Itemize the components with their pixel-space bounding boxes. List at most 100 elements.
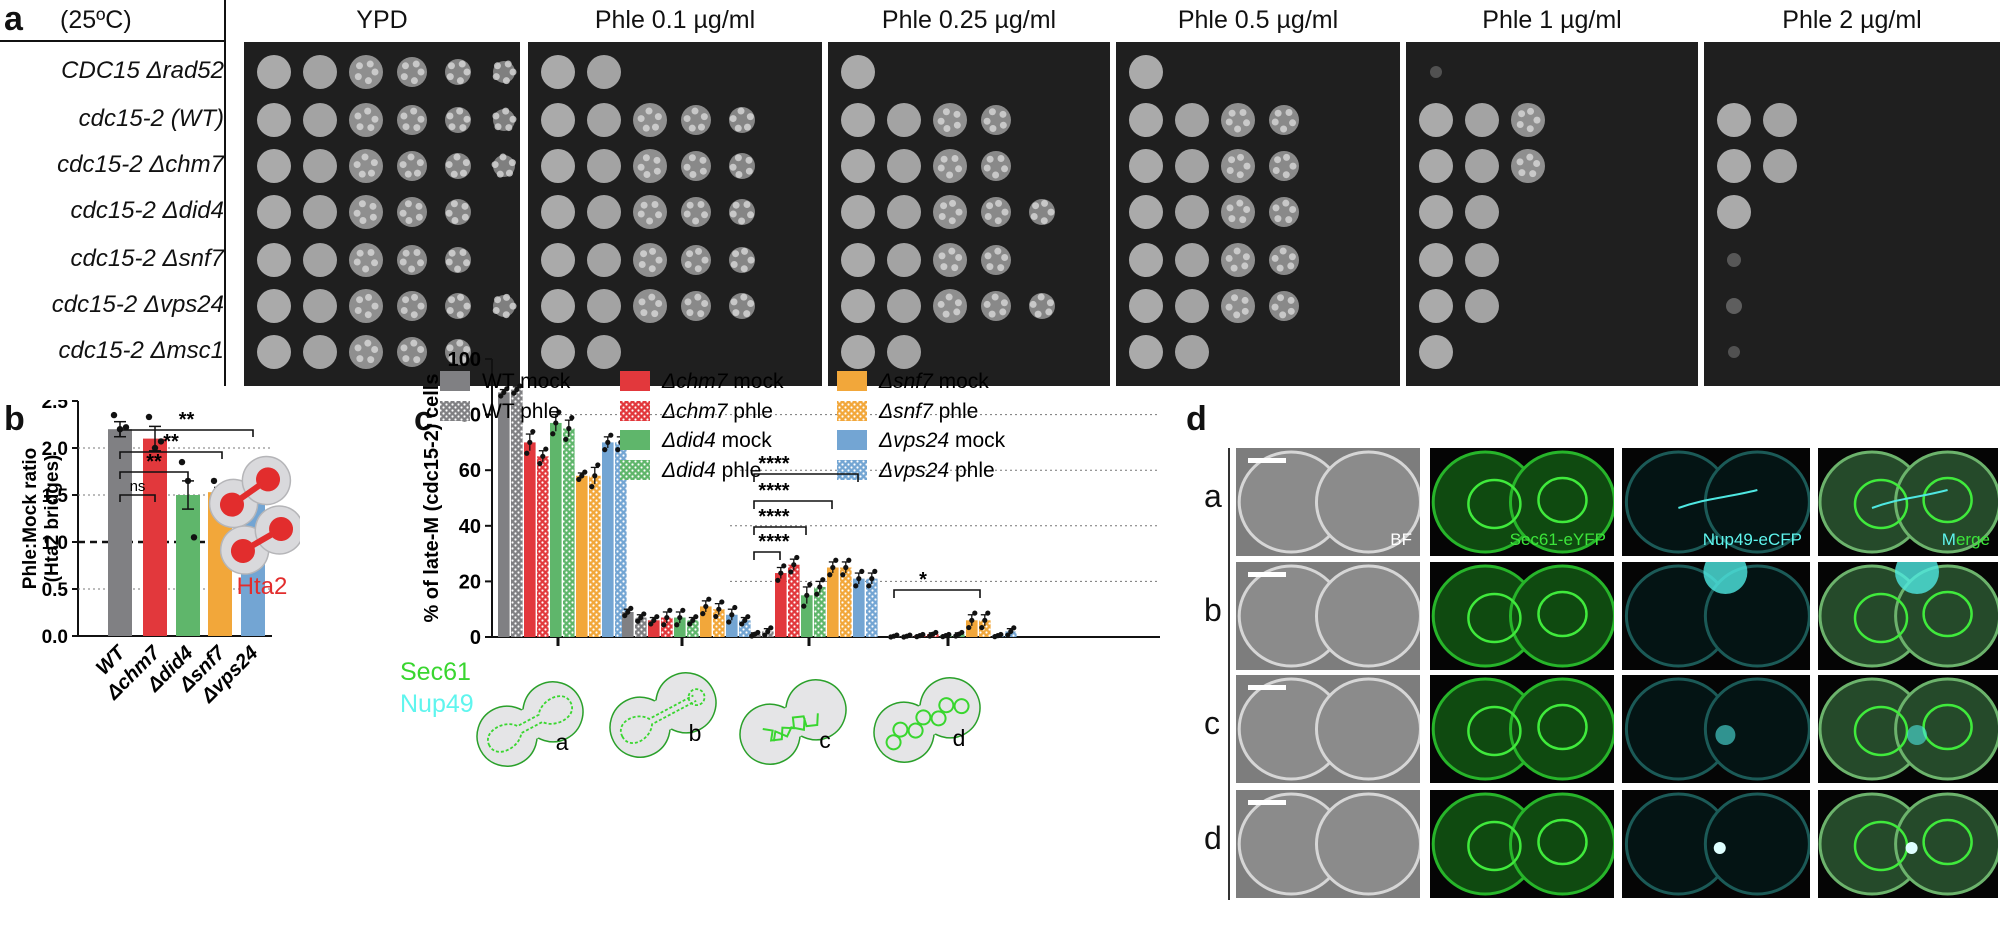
data-point xyxy=(651,617,657,623)
colony-dot xyxy=(402,296,410,304)
data-point xyxy=(856,576,862,582)
bar xyxy=(853,578,865,637)
data-point xyxy=(517,383,523,389)
cell-outline xyxy=(1314,450,1420,554)
colony-dot xyxy=(358,200,366,208)
colony-dot xyxy=(1527,107,1535,115)
colony-dot xyxy=(1271,303,1279,311)
colony-dot xyxy=(937,117,945,125)
nuclear-envelope xyxy=(487,695,573,753)
bar xyxy=(788,564,800,637)
colony-dot xyxy=(694,265,702,273)
colony-dot xyxy=(999,121,1007,129)
y-tick-label: 0.0 xyxy=(42,627,68,648)
colony-dot xyxy=(740,265,748,273)
chromatin-bridge xyxy=(236,481,264,503)
colony-dot xyxy=(492,307,500,315)
colony-dot xyxy=(937,164,945,172)
bar xyxy=(775,573,787,637)
colony-dot xyxy=(986,155,994,163)
data-point xyxy=(582,469,588,475)
yeast-spot xyxy=(587,289,621,323)
colony-dot xyxy=(991,293,999,301)
significance-label: * xyxy=(919,569,927,591)
condition-label: Phle 2 µg/ml xyxy=(1782,6,1922,34)
yeast-spot xyxy=(887,195,921,229)
colony-dot xyxy=(1274,109,1282,117)
colony-dot xyxy=(371,115,379,123)
colony-dot xyxy=(1040,217,1048,225)
colony-dot xyxy=(983,164,991,172)
data-point xyxy=(677,614,683,621)
colony-dot xyxy=(1289,162,1297,170)
colony-dot xyxy=(1233,311,1241,319)
yeast-spot xyxy=(257,243,291,277)
cell-image xyxy=(1237,564,1420,668)
colony-dot xyxy=(353,209,361,217)
yeast-spot xyxy=(541,195,575,229)
colony-dot xyxy=(953,110,961,118)
colony-dot xyxy=(734,154,742,162)
data-point xyxy=(667,607,673,613)
legend-genotype: WT xyxy=(482,400,515,423)
colony-dot xyxy=(1000,299,1008,307)
colony-dot xyxy=(942,310,950,318)
y-tick-label: 0.5 xyxy=(42,580,69,601)
colony-dot xyxy=(651,310,659,318)
bar xyxy=(713,609,725,637)
legend-swatch xyxy=(837,401,867,421)
colony-dot xyxy=(953,308,961,316)
y-axis-label: (Hta2 bridges) xyxy=(42,455,63,583)
bf-micrograph xyxy=(1236,790,1420,898)
colony-dot xyxy=(456,339,464,347)
colony-dot xyxy=(353,258,361,266)
bf-micrograph xyxy=(1236,562,1420,670)
colony-dot xyxy=(362,265,370,273)
chart-c-plot: 020406080100% of late-M (cdc15-2) cellsW… xyxy=(400,349,1160,767)
legend-label: Δchm7 mock xyxy=(661,370,784,393)
yeast-spot xyxy=(541,55,575,89)
colony-dot xyxy=(456,311,464,319)
data-point xyxy=(569,415,575,421)
ne-vesicle xyxy=(885,734,902,751)
sec61-channel-label: Sec61-eYFP xyxy=(1509,530,1606,549)
yeast-spot xyxy=(541,289,575,323)
yeast-spot xyxy=(1175,335,1209,369)
colony-dot xyxy=(951,155,959,163)
data-point xyxy=(985,610,991,616)
significance-label: **** xyxy=(758,480,789,502)
data-point xyxy=(576,476,582,482)
colony-dot xyxy=(1226,167,1234,175)
agar-plate xyxy=(528,42,822,386)
colony-dot xyxy=(446,307,454,315)
data-point xyxy=(190,534,198,541)
data-point xyxy=(762,632,768,638)
cell-image xyxy=(1237,677,1420,781)
data-point xyxy=(157,438,165,445)
data-point xyxy=(556,409,562,415)
legend-label: Δdid4 phle xyxy=(661,459,761,482)
data-point xyxy=(833,557,839,563)
colony-dot xyxy=(417,68,425,76)
colony-dot xyxy=(1233,247,1241,255)
colony-dot xyxy=(367,169,375,177)
colony-dot xyxy=(732,309,740,317)
colony-dot xyxy=(417,259,425,267)
merge-label-m: M xyxy=(1941,530,1956,549)
colony-dot xyxy=(412,60,420,68)
colony-dot xyxy=(1516,121,1524,129)
npc-signal xyxy=(1715,725,1736,745)
npc-signal xyxy=(1905,842,1918,854)
ne-vesicle xyxy=(938,697,955,714)
cell-outline xyxy=(1508,792,1614,896)
data-point xyxy=(966,624,972,631)
data-point xyxy=(589,484,595,490)
colony-dot xyxy=(648,265,656,273)
y-axis-label: % of late-M (cdc15-2) cells xyxy=(421,374,443,623)
er-ring xyxy=(1467,478,1522,530)
colony-dot xyxy=(410,77,418,85)
legend-label: Δchm7 phle xyxy=(661,400,773,423)
colony-dot xyxy=(361,153,369,161)
data-point xyxy=(110,411,118,419)
strain-label: cdc15-2 Δchm7 xyxy=(57,151,224,178)
